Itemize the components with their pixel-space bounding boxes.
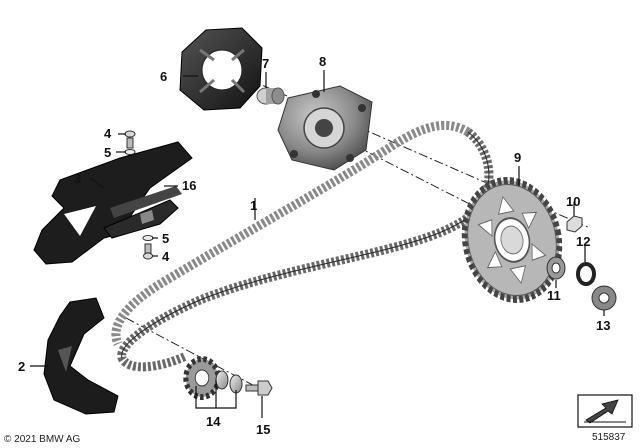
cush-drive-damper [179,27,263,111]
chain-guard-lower [43,297,119,415]
callout-16: 16 [182,178,196,193]
callout-numbers: 1 2 3 4 5 5 4 6 7 8 9 10 11 12 13 14 15 … [18,54,610,437]
callout-4b: 4 [162,249,170,264]
front-washers [215,370,243,394]
callout-5b: 5 [162,231,169,246]
chain-slider [103,199,179,239]
callout-1: 1 [250,198,257,213]
callout-4a: 4 [104,126,112,141]
chain-guide [33,141,193,265]
callout-6: 6 [160,69,167,84]
spacer-bushing [256,87,285,105]
rear-sprocket [461,177,563,303]
callout-10: 10 [566,194,580,209]
sprocket-carrier [277,85,373,171]
arrow-view-icon [577,394,633,428]
front-sprocket [183,356,221,400]
callout-12: 12 [576,234,590,249]
callout-7: 7 [262,56,269,71]
copyright-text: © 2021 BMW AG [4,434,81,445]
sprocket-bolt [245,380,273,396]
callout-8: 8 [319,54,326,69]
seal-ring-12 [576,262,596,286]
callout-2: 2 [18,359,25,374]
callout-5a: 5 [104,145,111,160]
cap-13 [591,285,617,311]
diagram-number: 515837 [592,432,626,443]
guide-screw-bottom [142,235,154,260]
callout-13: 13 [596,318,610,333]
callout-11: 11 [547,288,561,303]
sprocket-nut [566,215,583,233]
callout-15: 15 [256,422,270,437]
guide-screw-top [124,130,136,155]
callout-3: 3 [74,171,81,186]
leader-lines [30,70,605,418]
callout-9: 9 [514,150,521,165]
bearing-11 [546,256,566,280]
callout-14: 14 [206,414,221,429]
